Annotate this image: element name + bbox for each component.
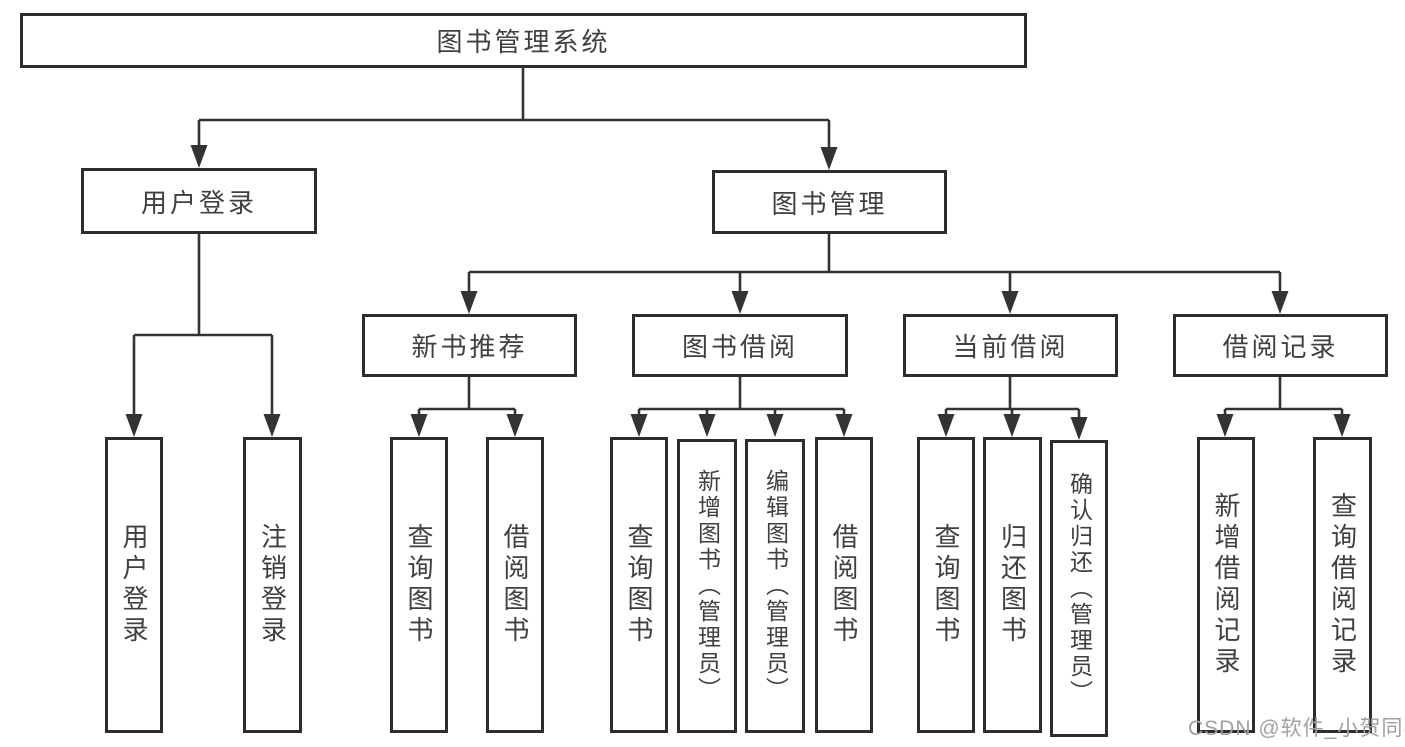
- leaf-label: 用户登录: [119, 523, 149, 647]
- leaf-add-borrow-record: 新增借阅记录: [1197, 437, 1255, 733]
- csdn-watermark: CSDN @软件_小贺同学: [1188, 717, 1405, 740]
- leaf-label: 查询图书: [931, 523, 961, 647]
- connectors-userlogin-to-leaves: [125, 234, 281, 437]
- node-label: 当前借阅: [952, 332, 1069, 362]
- connectors-currentborrow-to-leaves: [937, 377, 1088, 440]
- leaf-label: 借阅图书: [829, 523, 859, 647]
- node-label: 图书借阅: [681, 332, 798, 362]
- leaf-newbook-borrow-books: 借阅图书: [486, 437, 544, 733]
- node-borrow-records: 借阅记录: [1173, 314, 1388, 377]
- connectors-borrowrecord-to-leaves: [1216, 377, 1351, 437]
- node-new-book-recommend: 新书推荐: [362, 314, 577, 377]
- leaf-query-borrow-record: 查询借阅记录: [1313, 437, 1372, 733]
- leaf-label: 归还图书: [997, 523, 1028, 647]
- leaf-add-book-admin: 新增图书（管理员）: [677, 439, 737, 733]
- leaf-user-login: 用户登录: [105, 437, 163, 733]
- connectors-bookborrow-to-leaves: [630, 377, 853, 437]
- leaf-return-book: 归还图书: [983, 437, 1042, 733]
- leaf-borrow-borrow-books: 借阅图书: [815, 437, 873, 733]
- leaf-label: 查询图书: [624, 523, 654, 647]
- node-label: 用户登录: [140, 187, 257, 218]
- node-current-borrow: 当前借阅: [903, 314, 1118, 377]
- leaf-current-query-books: 查询图书: [917, 437, 975, 733]
- connectors-root-to-level2: [190, 68, 838, 170]
- leaf-label: 新增借阅记录: [1211, 492, 1241, 678]
- node-label: 借阅记录: [1222, 332, 1339, 362]
- leaf-edit-book-admin: 编辑图书（管理员）: [745, 439, 805, 733]
- leaf-label: 查询借阅记录: [1327, 492, 1358, 678]
- leaf-label: 借阅图书: [500, 523, 530, 647]
- node-book-borrow: 图书借阅: [632, 314, 848, 377]
- leaf-label: 编辑图书（管理员）: [762, 469, 789, 703]
- node-label: 图书管理: [771, 188, 888, 219]
- node-book-management: 图书管理: [712, 170, 947, 234]
- leaf-label: 新增图书（管理员）: [694, 469, 721, 703]
- leaf-newbook-query-books: 查询图书: [390, 437, 448, 733]
- connectors-bookmgmt-to-level3: [460, 234, 1289, 314]
- leaf-label: 确认归还（管理员）: [1066, 471, 1093, 706]
- leaf-borrow-query-books: 查询图书: [610, 437, 668, 733]
- node-label: 图书管理系统: [436, 27, 611, 57]
- leaf-label: 注销登录: [257, 523, 288, 647]
- node-label: 新书推荐: [411, 332, 528, 362]
- leaf-logout: 注销登录: [243, 437, 302, 733]
- connectors-newbook-to-leaves: [410, 377, 524, 437]
- node-user-login: 用户登录: [81, 168, 317, 234]
- leaf-label: 查询图书: [404, 523, 434, 647]
- leaf-confirm-return-admin: 确认归还（管理员）: [1050, 440, 1108, 737]
- node-library-management-system: 图书管理系统: [20, 13, 1027, 68]
